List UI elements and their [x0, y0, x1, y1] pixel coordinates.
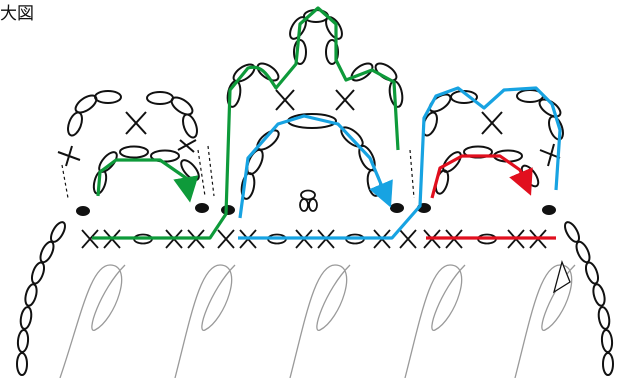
base-loops	[59, 264, 576, 378]
side-chain-right	[564, 221, 614, 376]
center-cluster	[299, 189, 318, 212]
dashed-guides	[61, 145, 415, 199]
side-chain-left	[16, 221, 66, 376]
scallop-left	[57, 90, 200, 195]
sc-x	[81, 229, 99, 249]
red-path	[426, 154, 556, 240]
blue-path	[238, 86, 562, 240]
start-marker	[552, 259, 571, 294]
scallop-right	[422, 89, 564, 195]
diagram-title: 大図	[0, 4, 34, 24]
scallop-center	[226, 9, 404, 200]
green-path	[92, 6, 400, 240]
